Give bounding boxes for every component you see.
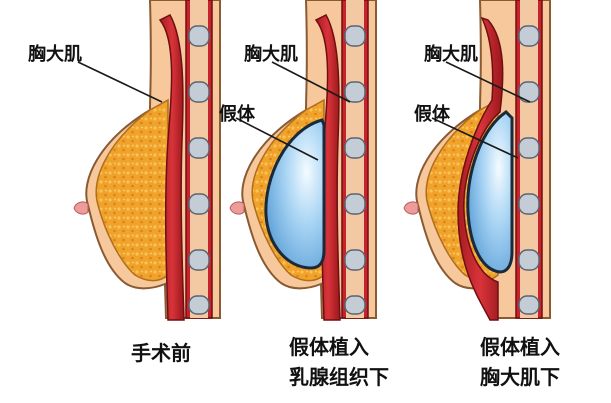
leader-implant-2	[235, 117, 319, 161]
caption-line: 假体植入	[480, 335, 560, 359]
caption-line: 假体植入	[289, 335, 369, 359]
panel-before-surgery	[73, 0, 221, 321]
caption-line: 胸大肌下	[480, 365, 560, 389]
leader-muscle-1	[77, 61, 163, 103]
caption-line: 乳腺组织下	[289, 365, 389, 389]
label-implant-3: 假体	[414, 104, 450, 125]
leader-muscle-3	[445, 61, 531, 103]
label-pectoralis-1: 胸大肌	[28, 44, 82, 65]
caption-implant-under-gland: 假体植入 乳腺组织下	[289, 332, 389, 392]
caption-before-surgery: 手术前	[131, 338, 191, 368]
label-implant-2: 假体	[219, 104, 255, 125]
leader-implant-3	[431, 117, 519, 159]
caption-line: 手术前	[131, 341, 191, 365]
label-pectoralis-3: 胸大肌	[424, 44, 478, 65]
label-pectoralis-2: 胸大肌	[244, 44, 298, 65]
leader-muscle-2	[271, 61, 351, 103]
caption-implant-under-muscle: 假体植入 胸大肌下	[480, 332, 560, 392]
